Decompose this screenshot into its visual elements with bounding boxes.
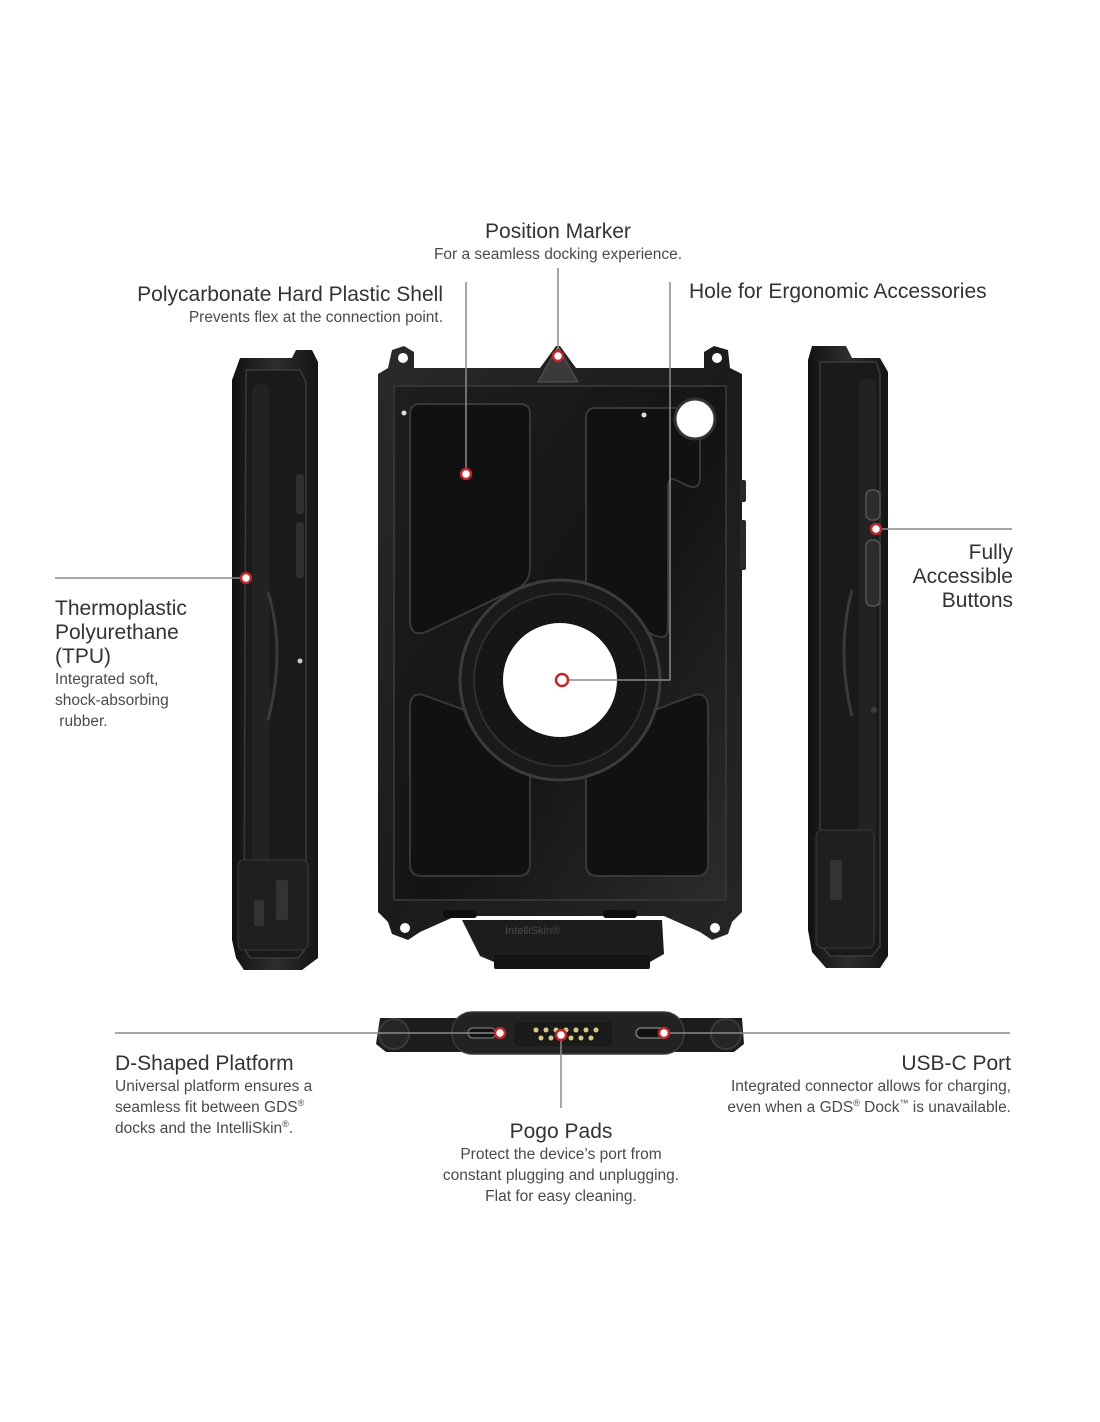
marker-position [551, 349, 565, 363]
marker-buttons [869, 522, 883, 536]
text-part: Dock [859, 1099, 900, 1116]
marker-ergonomic-hole [554, 672, 570, 688]
marker-usb-c [657, 1026, 671, 1040]
callout-title: Polycarbonate Hard Plastic Shell [137, 283, 443, 306]
pogo-pins [533, 1027, 599, 1041]
callout-title: Pogo Pads [509, 1120, 613, 1143]
callout-title-line: Buttons [941, 589, 1013, 612]
intelliskin-logo: IntelliSkin® [505, 925, 560, 937]
callout-usb-c: USB-C Port Integrated connector allows f… [660, 1052, 1011, 1118]
main-back-view: IntelliSkin® [378, 344, 746, 969]
callout-desc: Integrated connector allows for charging… [730, 1078, 1011, 1095]
text-part: seamless fit between GDS [115, 1099, 298, 1116]
registered-mark: ® [297, 1097, 305, 1108]
right-side-view [808, 346, 888, 968]
callout-title: Hole for Ergonomic Accessories [689, 280, 987, 303]
left-side-view [232, 350, 318, 970]
callout-desc: Prevents flex at the connection point. [188, 309, 443, 326]
trademark-mark: ™ [899, 1097, 909, 1108]
callout-desc: Protect the device’s port from [460, 1146, 662, 1163]
text-part: . [288, 1120, 294, 1137]
callout-buttons: Fully Accessible Buttons [852, 541, 1013, 613]
registered-mark: ® [282, 1118, 289, 1129]
marker-tpu [239, 571, 253, 585]
callout-d-platform: D-Shaped Platform Universal platform ens… [115, 1052, 405, 1139]
callout-pogo-pads: Pogo Pads Protect the device’s port from… [396, 1120, 726, 1207]
callout-desc-line2: even when a GDS® Dock™ is unavailable. [660, 1097, 1011, 1118]
callout-desc-line2: seamless fit between GDS® [115, 1097, 405, 1118]
callout-title: USB-C Port [901, 1052, 1011, 1075]
callout-desc: rubber. [55, 713, 108, 730]
callout-title-line: Fully [968, 541, 1013, 564]
callout-desc: constant plugging and unplugging. [442, 1167, 680, 1184]
callout-title: Position Marker [485, 220, 631, 243]
callout-title-line: Accessible [912, 565, 1013, 588]
marker-d-platform [493, 1026, 507, 1040]
callout-polycarbonate-shell: Polycarbonate Hard Plastic Shell Prevent… [60, 283, 443, 328]
marker-polycarbonate [459, 467, 473, 481]
callout-title-line: Thermoplastic [55, 597, 187, 620]
callout-markers [239, 349, 883, 1042]
registered-mark: ® [853, 1097, 860, 1108]
callout-title: D-Shaped Platform [115, 1052, 294, 1075]
callout-desc: Integrated soft, [55, 671, 159, 688]
leader-ergonomic-hole [562, 282, 671, 681]
text-part: docks and the IntelliSkin [115, 1120, 283, 1137]
callout-desc: shock-absorbing [55, 692, 169, 709]
text-part: is unavailable. [908, 1099, 1011, 1116]
callout-desc-line3: docks and the IntelliSkin®. [115, 1118, 405, 1139]
callout-tpu: Thermoplastic Polyurethane (TPU) Integra… [55, 597, 255, 732]
callout-desc: Flat for easy cleaning. [485, 1188, 637, 1205]
callout-position-marker: Position Marker For a seamless docking e… [358, 220, 758, 265]
callout-title-line: Polyurethane [55, 621, 179, 644]
leader-lines [55, 268, 1012, 1108]
callout-desc: Universal platform ensures a [115, 1078, 313, 1095]
callout-title-line: (TPU) [55, 645, 111, 668]
callout-ergonomic-hole: Hole for Ergonomic Accessories [689, 280, 1069, 304]
callout-desc: For a seamless docking experience. [433, 246, 683, 263]
text-part: even when a GDS [727, 1099, 854, 1116]
marker-pogo [554, 1028, 568, 1042]
